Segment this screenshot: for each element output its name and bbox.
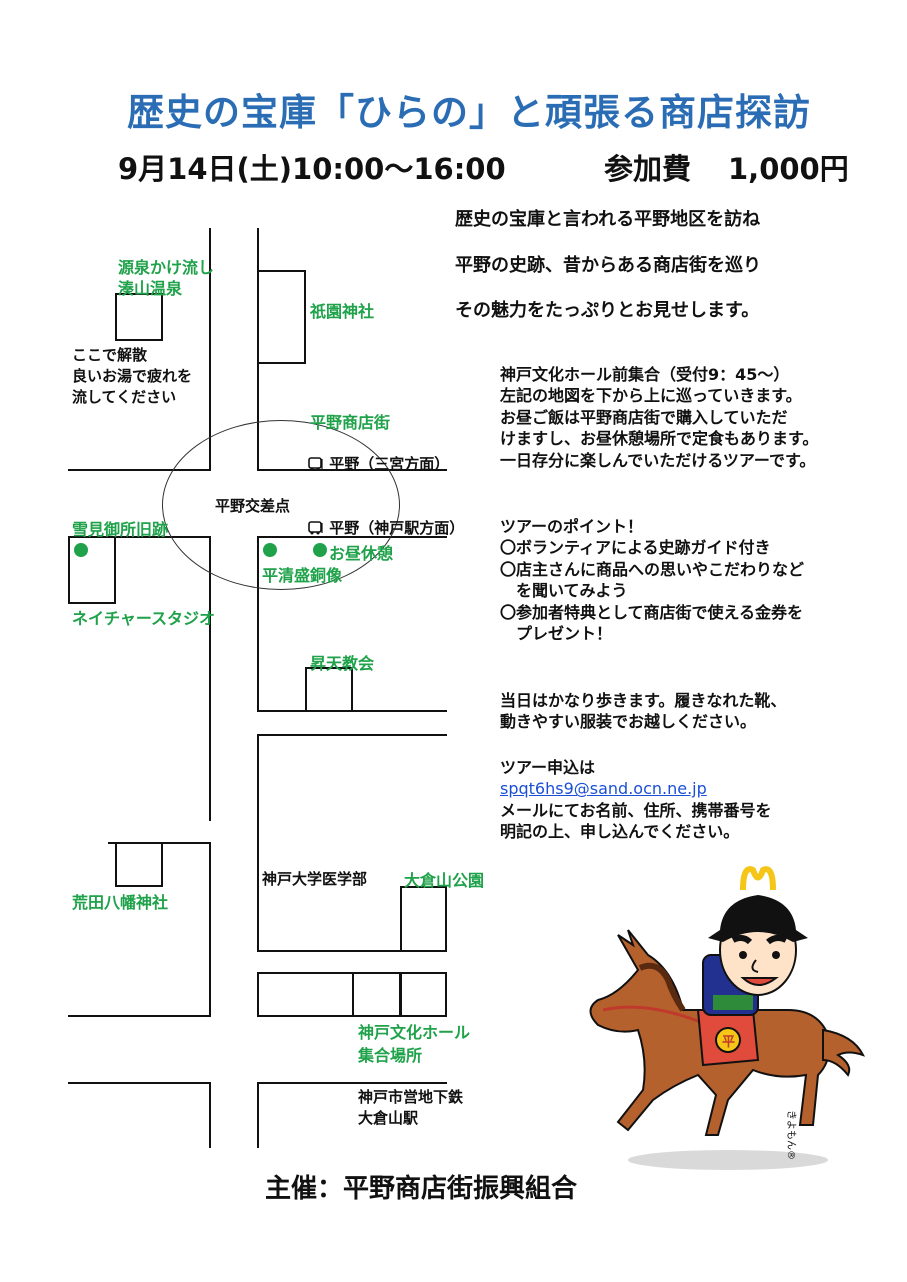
hall-block (400, 972, 447, 1017)
samurai-horse-icon: 平 きよもん® (589, 866, 865, 1170)
notice: 当日はかなり歩きます。履きなれた靴、 動きやすい服装でお越しください。 (500, 690, 786, 733)
gion-shrine-block (257, 270, 306, 364)
road-line (68, 469, 211, 471)
bus-stop-label: 平野（三宮方面） (329, 455, 450, 473)
gion-label: 祇園神社 (310, 302, 375, 321)
mascot-signature: きよもん® (785, 1110, 797, 1160)
road-line (209, 228, 211, 470)
onsen-label: 源泉かけ流し (118, 258, 215, 277)
road-line (257, 734, 447, 736)
road-line (257, 1082, 259, 1148)
disband-label: 良いお湯で疲れを (72, 367, 193, 385)
apply-line: メールにてお名前、住所、携帯番号を (500, 800, 772, 820)
email-link[interactable]: spqt6hs9@sand.ocn.ne.jp (500, 779, 707, 799)
tour-points: ツアーのポイント！ 〇ボランティアによる史跡ガイド付き 〇店主さんに商品への思い… (500, 516, 804, 644)
road-line (257, 1082, 447, 1084)
point-line: 〇ボランティアによる史跡ガイド付き (500, 538, 771, 558)
meeting-place-label: 神戸文化ホール (358, 1023, 471, 1042)
intro-line-1: 歴史の宝庫と言われる平野地区を訪ね (455, 209, 761, 230)
apply-section: ツアー申込は spqt6hs9@sand.ocn.ne.jp メールにてお名前、… (500, 757, 772, 843)
road-line (257, 734, 259, 951)
saddle-badge: 平 (722, 1035, 735, 1050)
hall-block (352, 972, 401, 1017)
disband-label: ここで解散 (72, 346, 148, 364)
road-line (257, 972, 259, 1017)
crossing-label: 平野交差点 (215, 497, 291, 515)
park-label: 大倉山公園 (404, 871, 485, 890)
intro-line-2: 平野の史跡、昔からある商店街を巡り (455, 255, 761, 276)
bus-stop-label: 平野（神戸駅方面） (329, 519, 465, 537)
disband-label: 流してください (72, 388, 177, 406)
mascot-illustration: 平 きよもん® (578, 860, 868, 1184)
arata-block (115, 842, 163, 887)
description-block: 神戸文化ホール前集合（受付9：45～） 左記の地図を下から上に巡っていきます。 … (500, 364, 818, 471)
lunch-label: お昼休憩 (329, 544, 394, 563)
arata-shrine-label: 荒田八幡神社 (72, 893, 169, 912)
point-line: を聞いてみよう (500, 581, 628, 601)
point-line: プレゼント！ (500, 624, 613, 644)
subway-label: 大倉山駅 (358, 1109, 419, 1127)
point-line: 〇参加者特典として商店街で使える金券を (500, 602, 804, 622)
lunch-marker-dot (313, 543, 327, 557)
bus-icon (308, 457, 323, 471)
fee-amount: 1,000円 (728, 152, 849, 186)
road-line (68, 1082, 211, 1084)
notice-line: 当日はかなり歩きます。履きなれた靴、 (500, 691, 787, 710)
bus-stop-sannomiya: 平野（三宮方面） (308, 453, 449, 474)
park-block (400, 886, 447, 952)
onsen-label: 湊山温泉 (118, 279, 183, 298)
shotengai-label: 平野商店街 (310, 413, 391, 432)
description-line: けますし、お昼休憩場所で定食もあります。 (500, 429, 819, 449)
description-line: お昼ご飯は平野商店街で購入していただ (500, 407, 788, 427)
notice-line: 動きやすい服装でお越しください。 (500, 712, 757, 732)
road-line (68, 1015, 211, 1017)
road-line (209, 536, 211, 821)
road-line (68, 536, 211, 538)
road-line (257, 536, 259, 712)
church-block (305, 667, 353, 712)
point-line: 〇店主さんに商品への思いやこだわりなど (500, 559, 805, 579)
yukimi-label: 雪見御所旧跡 (72, 520, 169, 539)
organizer: 主催：平野商店街振興組合 (265, 1174, 578, 1204)
event-datetime: 9月14日(土)10:00～16:00 (118, 152, 506, 186)
medical-school-label: 神戸大学医学部 (262, 870, 368, 888)
nature-studio-label: ネイチャースタジオ (72, 609, 216, 628)
crossing-circle (162, 420, 400, 590)
kiyomori-label: 平清盛銅像 (262, 566, 343, 585)
road-line (257, 950, 447, 952)
meeting-place-label: 集合場所 (358, 1046, 423, 1065)
road-line (209, 1082, 211, 1148)
church-label: 昇天教会 (310, 654, 375, 673)
apply-heading: ツアー申込は (500, 758, 596, 777)
bus-stop-kobe: 平野（神戸駅方面） (308, 517, 464, 538)
yukimi-block (68, 536, 116, 604)
onsen-block (115, 293, 163, 341)
yukimi-marker-dot (74, 543, 88, 557)
bus-icon (308, 521, 323, 535)
description-line: 一日存分に楽しんでいただけるツアーです。 (500, 450, 816, 470)
intro-line-3: その魅力をたっぷりとお見せします。 (455, 300, 760, 321)
fee-label: 参加費 (604, 152, 692, 186)
apply-line: 明記の上、申し込んでください。 (500, 822, 740, 842)
points-heading: ツアーのポイント！ (500, 517, 644, 536)
kiyomori-marker-dot (263, 543, 277, 557)
description-line: 神戸文化ホール前集合（受付9：45～） (500, 365, 790, 384)
description-line: 左記の地図を下から上に巡っていきます。 (500, 386, 802, 406)
subway-label: 神戸市営地下鉄 (358, 1088, 464, 1106)
road-line (209, 842, 211, 1017)
page-title: 歴史の宝庫「ひらの」と頑張る商店探訪 (127, 91, 811, 134)
